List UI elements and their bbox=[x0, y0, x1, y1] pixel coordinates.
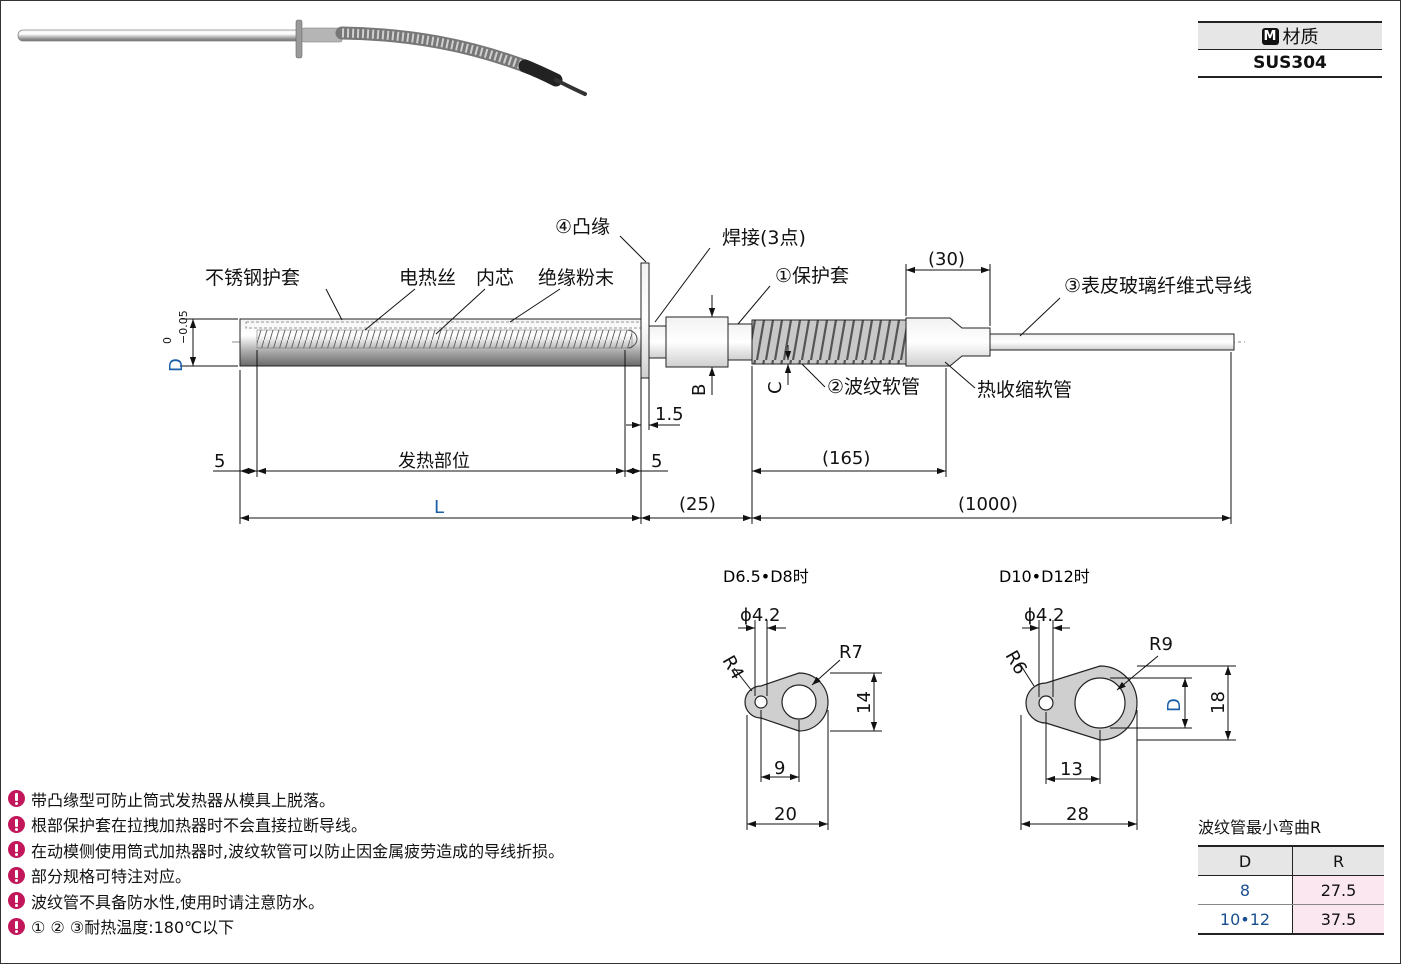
material-badge-icon: M bbox=[1261, 27, 1279, 45]
flange-detail-small: D6.5•D8时 ϕ4.2 R4 R7 14 9 20 bbox=[718, 567, 882, 830]
table-row: 8 27.5 bbox=[1198, 875, 1384, 905]
point-icon bbox=[8, 815, 25, 833]
dim-165: (165) bbox=[822, 448, 870, 469]
material-box: M 材质 SUS304 bbox=[1198, 21, 1382, 78]
detail-small-title: D6.5•D8时 bbox=[723, 567, 809, 586]
heater-side-view bbox=[232, 262, 1245, 379]
point-icon bbox=[8, 917, 25, 935]
small-width-20: 20 bbox=[774, 804, 797, 825]
note-text: 在动模侧使用筒式加热器时,波纹软管可以防止因金属疲劳造成的导线折损。 bbox=[31, 841, 565, 861]
small-height-14: 14 bbox=[854, 691, 875, 714]
cell-r: 27.5 bbox=[1292, 875, 1384, 905]
large-pitch-13: 13 bbox=[1060, 759, 1083, 780]
tol-upper: 0 bbox=[161, 337, 174, 344]
note-item: 部分规格可特注对应。 bbox=[8, 863, 708, 889]
small-hole-dia: ϕ4.2 bbox=[740, 605, 781, 626]
note-item: 在动模侧使用筒式加热器时,波纹软管可以防止因金属疲劳造成的导线折损。 bbox=[8, 837, 708, 863]
header-r: R bbox=[1292, 845, 1384, 876]
large-d: D bbox=[1164, 698, 1185, 712]
table-row: 10•12 37.5 bbox=[1198, 904, 1384, 935]
note-item: 根部保护套在拉拽加热器时不会直接拉断导线。 bbox=[8, 812, 708, 838]
bellows-label: ②波纹软管 bbox=[827, 376, 920, 398]
point-icon bbox=[8, 841, 25, 859]
callout-labels: ④凸缘 焊接(3点) ①保护套 不锈钢护套 电热丝 内芯 绝缘粉末 ③表皮玻璃纤… bbox=[205, 216, 1252, 401]
point-icon bbox=[8, 790, 25, 808]
heater-photo bbox=[17, 19, 587, 96]
cell-d: 8 bbox=[1198, 875, 1293, 905]
lead-label: ③表皮玻璃纤维式导线 bbox=[1064, 275, 1252, 297]
dim-5-right: 5 bbox=[651, 451, 662, 472]
jacket-label: 不锈钢护套 bbox=[205, 267, 300, 289]
note-text: 波纹管不具备防水性,使用时请注意防水。 bbox=[31, 892, 325, 912]
note-text: 带凸缘型可防止筒式发热器从模具上脱落。 bbox=[31, 790, 336, 810]
dim-heat-zone: 发热部位 bbox=[398, 451, 470, 472]
wire-label: 电热丝 bbox=[399, 267, 456, 289]
detail-large-title: D10•D12时 bbox=[999, 567, 1090, 586]
large-r9: R9 bbox=[1149, 634, 1173, 655]
point-icon bbox=[8, 892, 25, 910]
table-header-row: D R bbox=[1198, 845, 1384, 876]
sleeve-label: ①保护套 bbox=[775, 265, 849, 287]
point-icon bbox=[8, 866, 25, 884]
note-text: ① ② ③耐热温度:180℃以下 bbox=[31, 918, 235, 938]
small-r4: R4 bbox=[718, 652, 748, 683]
large-height-18: 18 bbox=[1208, 691, 1229, 714]
weld-label: 焊接(3点) bbox=[722, 227, 806, 249]
note-text: 根部保护套在拉拽加热器时不会直接拉断导线。 bbox=[31, 816, 368, 836]
cell-d: 10•12 bbox=[1198, 904, 1293, 935]
small-r7: R7 bbox=[839, 642, 863, 663]
bend-radius-table: 波纹管最小弯曲R D R 8 27.5 10•12 37.5 bbox=[1198, 815, 1384, 935]
dimension-lines bbox=[180, 264, 1232, 524]
dim-5-left: 5 bbox=[214, 451, 225, 472]
material-label: 材质 bbox=[1282, 27, 1319, 48]
large-width-28: 28 bbox=[1066, 804, 1089, 825]
bend-table: D R 8 27.5 10•12 37.5 bbox=[1198, 845, 1384, 935]
dim-30: (30) bbox=[928, 249, 965, 270]
powder-label: 绝缘粉末 bbox=[538, 267, 614, 289]
feature-notes: 带凸缘型可防止筒式发热器从模具上脱落。 根部保护套在拉拽加热器时不会直接拉断导线… bbox=[8, 786, 708, 939]
dim-b: B bbox=[689, 384, 710, 396]
material-header: M 材质 bbox=[1198, 21, 1382, 49]
core-label: 内芯 bbox=[476, 267, 514, 289]
small-pitch-9: 9 bbox=[774, 758, 785, 779]
shrink-label: 热收缩软管 bbox=[977, 379, 1072, 401]
tol-lower: −0.05 bbox=[177, 310, 190, 344]
dim-25: (25) bbox=[679, 494, 716, 515]
dimension-labels: (30) 0 −0.05 D B C 1.5 5 发热部位 5 (165) L … bbox=[161, 249, 1018, 518]
note-item: 带凸缘型可防止筒式发热器从模具上脱落。 bbox=[8, 786, 708, 812]
bend-table-title: 波纹管最小弯曲R bbox=[1198, 818, 1322, 837]
dim-1000: (1000) bbox=[958, 494, 1018, 515]
dim-c: C bbox=[765, 381, 786, 394]
material-value: SUS304 bbox=[1198, 49, 1382, 78]
note-item: ① ② ③耐热温度:180℃以下 bbox=[8, 914, 708, 940]
note-item: 波纹管不具备防水性,使用时请注意防水。 bbox=[8, 888, 708, 914]
leader-lines bbox=[325, 235, 1061, 389]
cell-r: 37.5 bbox=[1292, 904, 1384, 935]
flange-detail-large: D10•D12时 ϕ4.2 R6 R9 bbox=[999, 567, 1236, 830]
note-text: 部分规格可特注对应。 bbox=[31, 867, 192, 887]
flange-label: ④凸缘 bbox=[555, 216, 610, 238]
dim-l: L bbox=[434, 497, 444, 518]
dim-1-5: 1.5 bbox=[655, 404, 684, 425]
header-d: D bbox=[1198, 845, 1293, 876]
dim-d: D bbox=[166, 358, 187, 372]
large-hole-dia: ϕ4.2 bbox=[1024, 605, 1065, 626]
